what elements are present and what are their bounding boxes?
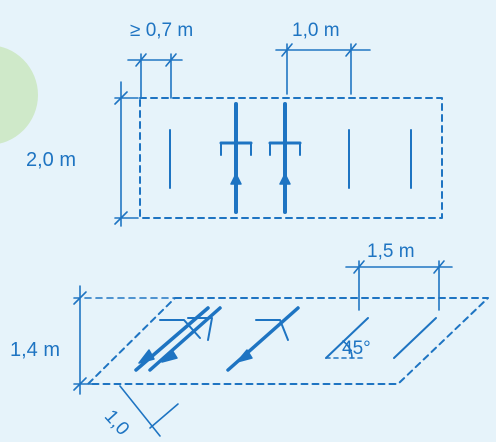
bottom-spacing-label: 1,5 m (367, 241, 415, 262)
angle-marker (325, 340, 366, 359)
bottom-diagram (73, 260, 489, 437)
bicycle-icon (226, 306, 300, 372)
min-gap-label: ≥ 0,7 m (130, 20, 193, 41)
top-diagram (114, 43, 443, 227)
bottom-rack-line (393, 317, 437, 359)
spacing-dimension (275, 43, 371, 95)
depth-label: 2,0 m (26, 149, 76, 171)
bottom-rack-line (325, 317, 369, 359)
top-parking-area (139, 97, 443, 219)
bottom-depth-dimension (73, 285, 177, 395)
min-gap-dimension (127, 53, 183, 99)
angle-label: 45° (342, 338, 371, 359)
decorative-circle (0, 46, 38, 144)
bicycle-icon (268, 102, 302, 214)
spacing-label: 1,0 m (292, 20, 340, 41)
bottom-parking-area (87, 297, 489, 385)
bottom-spacing-dimension (345, 260, 453, 311)
depth-dimension (114, 81, 139, 227)
bottom-depth-label: 1,4 m (10, 339, 60, 361)
bicycle-icon (219, 102, 253, 214)
side-spacing-label: 1,0 (100, 406, 133, 440)
side-spacing-dimension (119, 385, 179, 437)
bicycle-icon (148, 306, 222, 372)
